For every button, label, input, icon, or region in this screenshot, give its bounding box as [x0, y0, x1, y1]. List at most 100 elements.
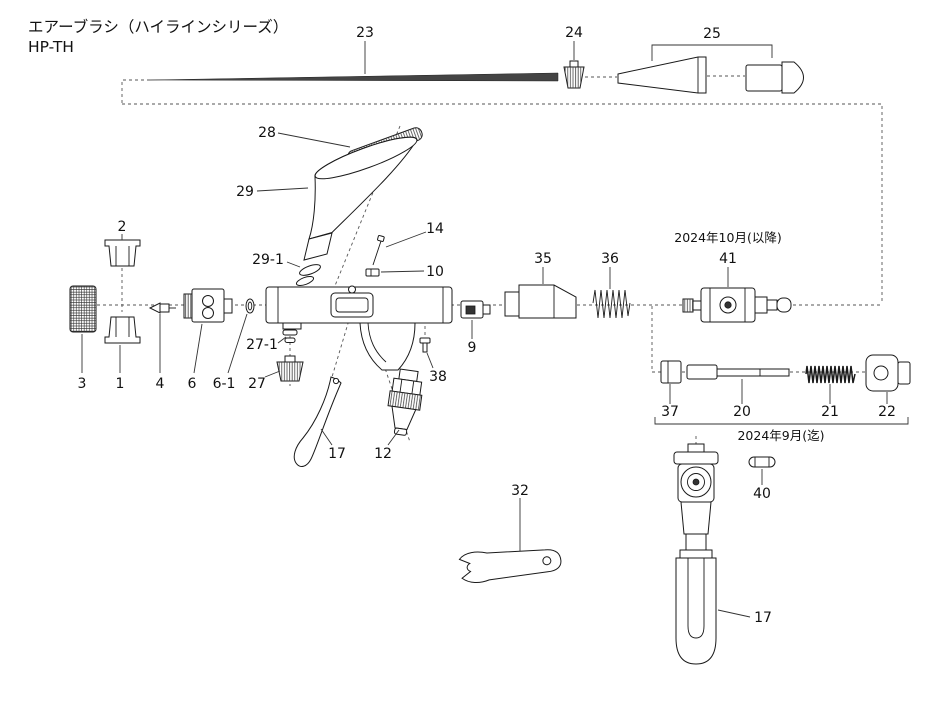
leader-27 — [264, 370, 281, 378]
leader-17b — [717, 609, 751, 618]
label-10: 10 — [426, 264, 444, 280]
unit-step-2 — [766, 299, 778, 311]
base-flange-knurl — [184, 294, 192, 318]
air-valve-part — [387, 368, 423, 436]
label-17a: 17 — [328, 446, 346, 462]
chuck-nut-part — [563, 60, 585, 89]
preset-unit-part — [682, 287, 792, 323]
paint-cup-part — [303, 136, 418, 261]
unit-shaft — [692, 300, 702, 311]
body-grip-inner — [367, 322, 387, 363]
cup-rim — [314, 136, 418, 180]
chuck-nut-knurl — [564, 67, 584, 88]
joint-part — [504, 284, 577, 319]
airbrush-body — [265, 285, 453, 371]
label-17b: 17 — [754, 610, 772, 626]
needle-part — [149, 72, 559, 82]
cover-sleeve — [675, 557, 717, 665]
cover-dial-mid — [687, 473, 705, 491]
screw-38-shaft — [422, 342, 428, 353]
label-6-1: 6-1 — [213, 376, 236, 392]
leader-10 — [380, 270, 425, 273]
bracket-25 — [651, 44, 773, 61]
label-28: 28 — [258, 125, 276, 141]
handle-cone-part — [617, 56, 707, 94]
unit-step-1 — [754, 296, 768, 314]
valve-tip — [393, 427, 408, 436]
cup-neck — [303, 232, 333, 261]
body-grip — [359, 322, 416, 371]
label-27: 27 — [248, 376, 266, 392]
cover-cylinder — [680, 501, 712, 535]
o-ring-outer — [245, 298, 255, 314]
cup-packing-ring-1 — [299, 264, 321, 276]
label-3: 3 — [78, 376, 87, 392]
label-2: 2 — [118, 219, 127, 235]
date-bracket — [654, 417, 909, 425]
mesh-filter-texture — [70, 286, 96, 332]
unit-knob — [776, 297, 792, 313]
handle-bracket — [651, 44, 773, 61]
base-stub — [223, 298, 233, 314]
needle-cap-part — [104, 316, 141, 344]
label-41: 41 — [719, 251, 737, 267]
o-ring-part — [245, 298, 255, 314]
label-35: 35 — [534, 251, 552, 267]
packing-screw-knurl — [277, 362, 303, 381]
piston-part — [460, 300, 491, 319]
pin-shaft — [372, 240, 382, 266]
label-6: 6 — [188, 376, 197, 392]
piston-stub — [482, 304, 491, 315]
spring-case-part — [865, 354, 911, 392]
leader-6 — [193, 323, 203, 374]
needle-shaft-part — [686, 364, 790, 380]
leader-lines — [81, 41, 888, 618]
set-screw-part — [365, 268, 380, 277]
shaft-rod — [716, 368, 790, 377]
washer-2 — [284, 337, 296, 343]
mesh-filter-part — [69, 285, 97, 333]
axis-top-box — [122, 103, 883, 303]
washer-1 — [282, 329, 298, 336]
valve-spring-part — [592, 289, 631, 319]
label-22: 22 — [878, 404, 896, 420]
joint-collar — [504, 291, 520, 317]
diagram-title: エアーブラシ（ハイラインシリーズ） — [28, 17, 288, 36]
nozzle-cone — [148, 302, 161, 314]
small-screw-part — [419, 337, 431, 353]
handle-end-bullet — [781, 61, 804, 94]
wrench-part — [458, 549, 562, 584]
leader-27-1 — [277, 336, 287, 344]
label-27-1: 27-1 — [246, 337, 278, 353]
nozzle-base-cyl — [159, 303, 170, 313]
washer-set-part — [282, 329, 298, 343]
end-cap-part — [660, 360, 682, 384]
trigger-lever — [293, 376, 342, 467]
nozzle-cap-2 — [104, 239, 141, 267]
leader-38 — [426, 352, 434, 369]
packing-screw-part — [276, 355, 304, 382]
trigger-part — [293, 376, 342, 467]
leader-29 — [256, 187, 309, 192]
body-window-inner — [335, 297, 369, 313]
label-38: 38 — [429, 369, 447, 385]
label-37: 37 — [661, 404, 679, 420]
label-20: 20 — [733, 404, 751, 420]
cap-37-body — [660, 360, 682, 384]
o-ring-inner — [247, 301, 253, 311]
label-4: 4 — [156, 376, 165, 392]
valve-hex-line-a — [399, 379, 403, 393]
leader-14 — [385, 231, 427, 248]
cover-dial-center — [692, 478, 700, 486]
label-14: 14 — [426, 221, 444, 237]
base-hole-2 — [202, 307, 214, 319]
model-code: HP-TH — [28, 38, 74, 56]
handle-cone — [617, 56, 707, 94]
cup-packing-part — [295, 264, 321, 287]
cover-flange — [673, 451, 719, 465]
valve-knurl-texture — [388, 390, 422, 411]
cover-sleeve-top — [679, 549, 713, 559]
axis-needle-left — [121, 79, 150, 104]
